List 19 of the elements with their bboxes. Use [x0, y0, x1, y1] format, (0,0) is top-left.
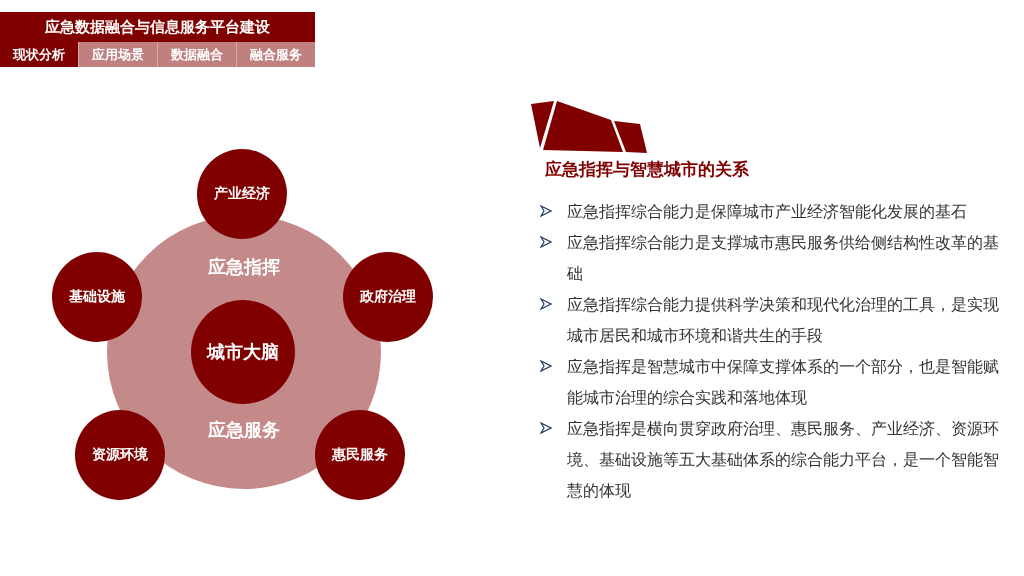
- bullet-text: 应急指挥综合能力是支撑城市惠民服务供给侧结构性改革的基础: [567, 232, 1000, 285]
- bullet-text: 应急指挥综合能力是保障城市产业经济智能化发展的基石: [567, 201, 968, 223]
- bullet-text: 应急指挥是横向贯穿政府治理、惠民服务、产业经济、资源环境、基础设施等五大基础体系的综合能力平台，是一个智能智慧的体现: [567, 418, 1000, 502]
- domain-circle: 惠民服务: [315, 410, 405, 500]
- circle-label: 应急指挥: [208, 255, 280, 279]
- domain-circle: 基础设施: [52, 252, 142, 342]
- domain-circle: 政府治理: [343, 252, 433, 342]
- circle-label: 应急服务: [208, 418, 280, 442]
- bullet-text: 应急指挥综合能力提供科学决策和现代化治理的工具，是实现城市居民和城市环境和谐共生的手段: [567, 294, 1000, 347]
- domain-circle: 产业经济: [197, 149, 287, 239]
- bullet-text: 应急指挥是智慧城市中保障支撑体系的一个部分，也是智能赋能城市治理的综合实践和落地体现: [567, 356, 1000, 409]
- nav-tab: 现状分析: [0, 42, 78, 67]
- nav-tab: 数据融合: [157, 42, 236, 67]
- nav-tab: 融合服务: [236, 42, 315, 67]
- center-circle: 城市大脑: [191, 300, 295, 404]
- nav-tab: 应用场景: [78, 42, 157, 67]
- title-bar: 应急数据融合与信息服务平台建设: [0, 12, 315, 42]
- domain-circle: 资源环境: [75, 410, 165, 500]
- section-heading: 应急指挥与智慧城市的关系: [545, 158, 749, 181]
